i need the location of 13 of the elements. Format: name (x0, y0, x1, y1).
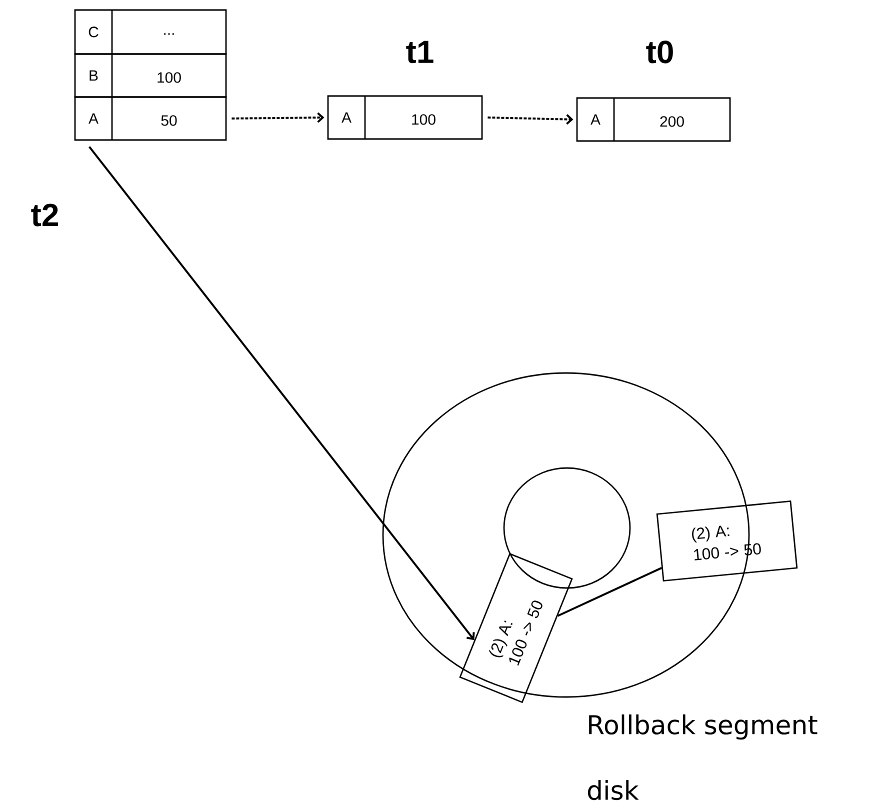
arrow (232, 112, 324, 123)
table-row: A 50 (74, 96, 227, 141)
caption-text: disk (588, 780, 639, 800)
time-label: t2 (31, 204, 58, 226)
arrow (488, 114, 574, 125)
record-box: A 100 (327, 95, 483, 140)
arrow (88, 146, 475, 640)
record-box: A 200 (576, 97, 731, 142)
table-row: B 100 (74, 53, 227, 98)
table-row: C ... (74, 9, 227, 55)
time-label: t0 (646, 40, 673, 64)
caption-text: Rollback segment (589, 714, 818, 740)
time-label: t1 (406, 40, 434, 64)
